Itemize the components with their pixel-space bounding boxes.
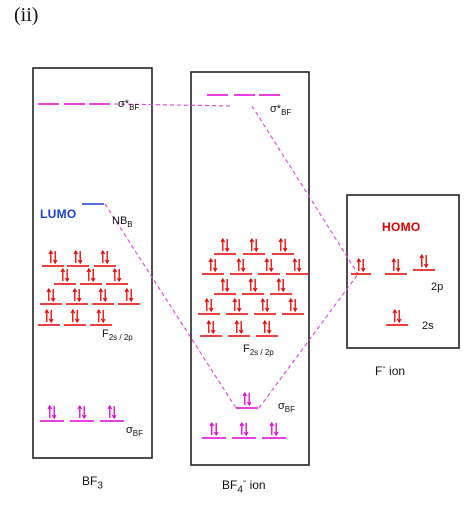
bf4-sigma-level-2 xyxy=(262,421,286,439)
bf4-sigma-level-1 xyxy=(232,421,256,439)
bf3-frame xyxy=(32,67,153,459)
bf4-f-level-r2-1 xyxy=(242,277,264,295)
nb-b-label: NBB xyxy=(112,215,133,230)
homo-label: HOMO xyxy=(382,220,421,234)
bf4-f-levels-label: F2s / 2p xyxy=(243,343,274,358)
bf4-sigma-star-label: σ*BF xyxy=(270,103,292,118)
bf4-f-level-r4-2 xyxy=(256,319,278,337)
bf4-f-level-r2-2 xyxy=(270,277,292,295)
bf4-f-level-r0-0 xyxy=(214,237,236,255)
bf4-sigma-level-0 xyxy=(202,421,226,439)
corr-line-sigma-star-f xyxy=(251,105,359,275)
bf3-f-level-r1-1 xyxy=(80,267,102,285)
f-2s-level xyxy=(386,308,408,326)
bf3-f-level-r0-2 xyxy=(94,249,116,267)
part-label: (ii) xyxy=(14,4,39,26)
bf4-caption: BF4- ion xyxy=(222,476,266,496)
f-2p-level-2 xyxy=(413,253,435,271)
lumo-label: LUMO xyxy=(40,207,77,221)
bf3-f-level-r1-2 xyxy=(106,267,128,285)
bf3-sigma-level-2 xyxy=(100,404,124,422)
bf3-f-levels-label: F2s / 2p xyxy=(102,328,133,343)
bf3-f-level-r0-1 xyxy=(67,249,89,267)
bf4-f-level-r1-1 xyxy=(230,257,252,275)
f-2s-label: 2s xyxy=(422,320,434,332)
bf3-sigma-star-label: σ*BF xyxy=(118,98,140,113)
bf4-f-level-r1-0 xyxy=(202,257,224,275)
bf3-f-level-r2-3 xyxy=(118,287,140,305)
bf3-f-level-r3-0 xyxy=(38,308,60,326)
bf3-sigma-label: σBF xyxy=(126,424,144,439)
bf3-f-level-r2-1 xyxy=(66,287,88,305)
bf4-f-level-r2-0 xyxy=(214,277,236,295)
bf4-f-level-r4-0 xyxy=(200,319,222,337)
bf4-f-level-r3-2 xyxy=(254,297,276,315)
bf4-f-level-r0-1 xyxy=(243,237,265,255)
bf4-f-level-r1-2 xyxy=(258,257,280,275)
bf4-f-level-r3-1 xyxy=(226,297,248,315)
bf3-f-level-r0-0 xyxy=(42,249,64,267)
bf3-f-level-r1-0 xyxy=(54,267,76,285)
bf3-f-level-r2-0 xyxy=(40,287,62,305)
bf3-sigma-level-1 xyxy=(70,404,94,422)
bf3-f-level-r2-2 xyxy=(92,287,114,305)
f-2p-label: 2p xyxy=(431,281,444,293)
f-2p-level-1 xyxy=(385,257,407,275)
bf4-f-level-r0-2 xyxy=(272,237,294,255)
bf4-sigma-label: σBF xyxy=(278,400,296,415)
corr-line-sigma-star-bf3 xyxy=(113,103,234,107)
bf4-f-level-r3-3 xyxy=(282,297,304,315)
corr-line-nb-bf4 xyxy=(104,203,237,409)
f-ion-frame xyxy=(346,194,460,349)
bf4-f-level-r4-1 xyxy=(228,319,250,337)
bf3-f-level-r3-1 xyxy=(64,308,86,326)
bf4-sigma-level-c xyxy=(236,391,258,409)
bf4-frame xyxy=(190,71,310,466)
bf3-f-level-r3-2 xyxy=(90,308,112,326)
bf3-caption: BF3 xyxy=(82,474,103,492)
bf4-f-level-r1-3 xyxy=(286,257,308,275)
f-2p-level-0 xyxy=(351,257,371,275)
bf4-f-level-r3-0 xyxy=(198,297,220,315)
bf3-sigma-level-0 xyxy=(40,404,64,422)
f-ion-caption: F- ion xyxy=(375,362,406,378)
